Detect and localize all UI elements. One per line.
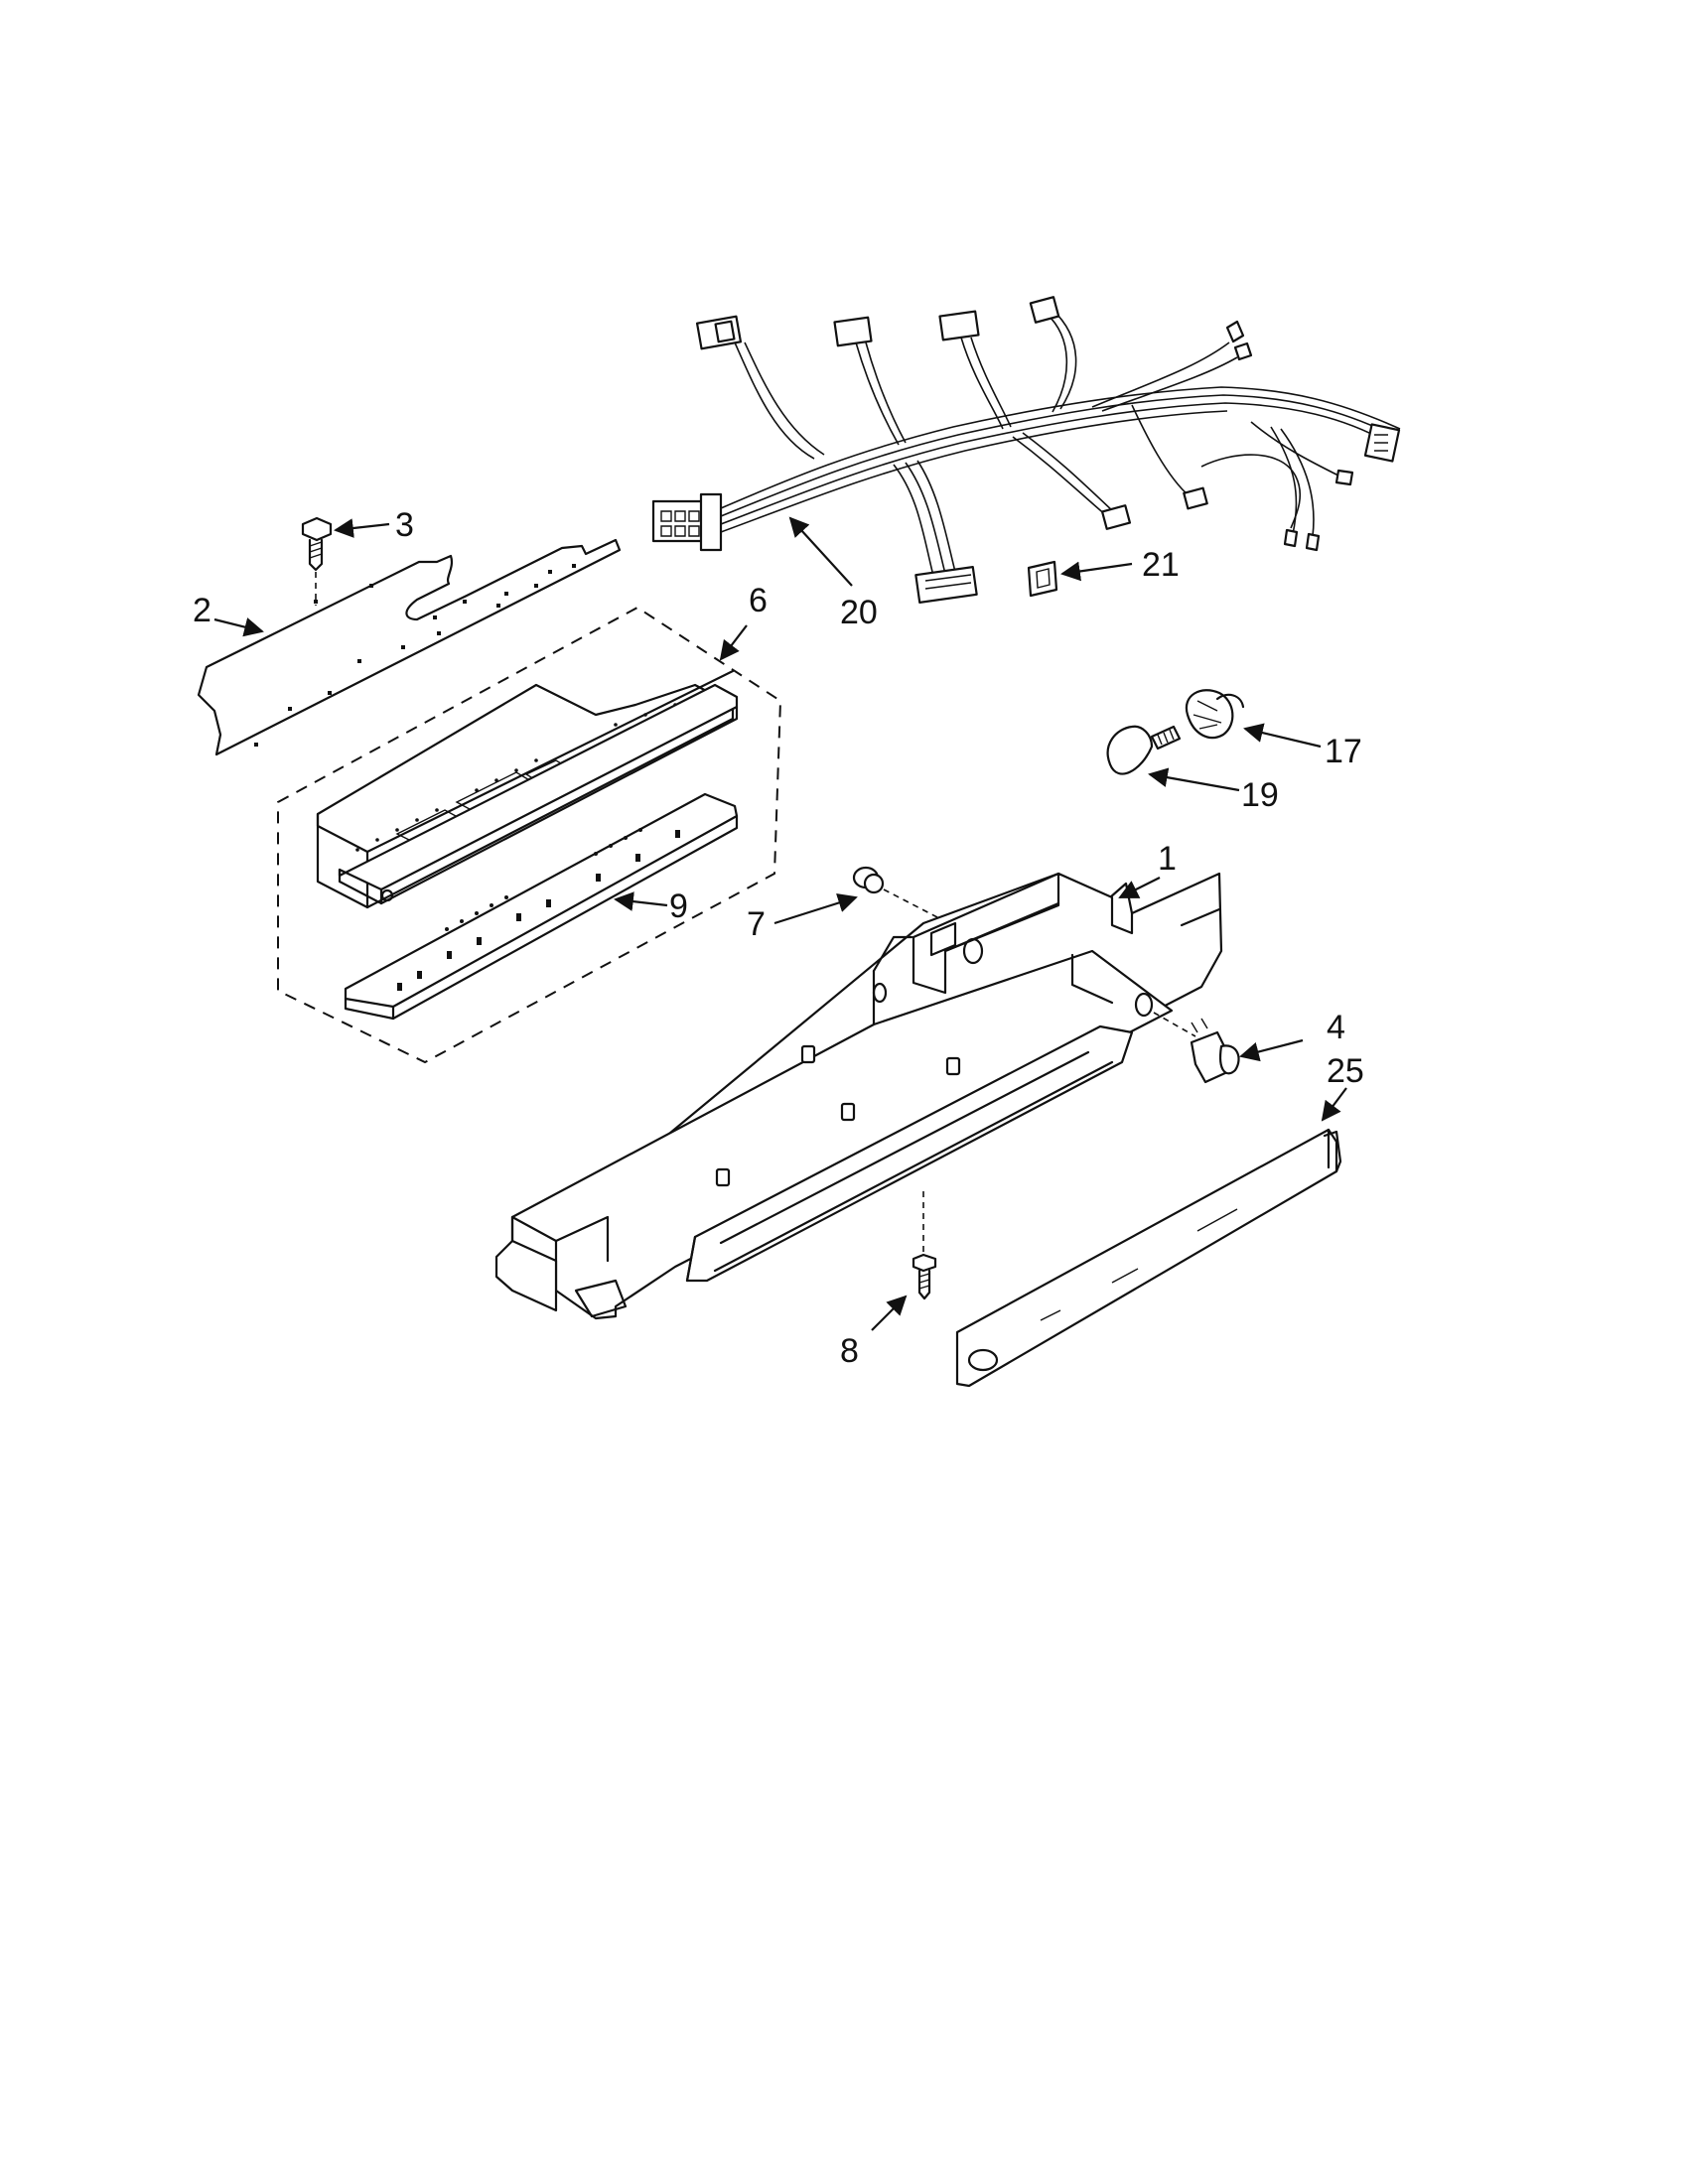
- label-2: 2: [193, 592, 211, 629]
- part-4-switch: [1153, 1012, 1240, 1084]
- label-17: 17: [1325, 733, 1362, 770]
- part-3-screw: [301, 516, 333, 606]
- part-6-control-board-assembly: [277, 606, 782, 1064]
- label-4: 4: [1327, 1009, 1345, 1046]
- leader-arrows: [213, 516, 1347, 1331]
- part-20-wire-harness: [651, 296, 1401, 604]
- label-9: 9: [669, 887, 688, 925]
- part-labels: 3 2 6 20 21 17 19 1 7 9 4 25 8: [193, 506, 1364, 1370]
- label-21: 21: [1142, 546, 1180, 584]
- label-19: 19: [1241, 776, 1279, 814]
- part-7-screw: [912, 1191, 937, 1300]
- label-25: 25: [1327, 1052, 1364, 1090]
- label-3: 3: [395, 506, 414, 544]
- part-1-control-housing: [494, 872, 1223, 1320]
- label-20: 20: [840, 594, 878, 631]
- label-1: 1: [1158, 840, 1177, 878]
- part-8-grommet: [852, 866, 938, 918]
- label-6: 6: [749, 582, 768, 619]
- label-7: 8: [840, 1332, 859, 1370]
- part-17-lamp-socket: [1185, 689, 1245, 740]
- label-8: 7: [747, 905, 766, 943]
- part-21-clip: [1027, 560, 1058, 598]
- part-2-shield-plate: [197, 538, 622, 756]
- part-19-light-bulb: [1106, 725, 1182, 775]
- part-25-overlay-panel: [955, 1128, 1342, 1388]
